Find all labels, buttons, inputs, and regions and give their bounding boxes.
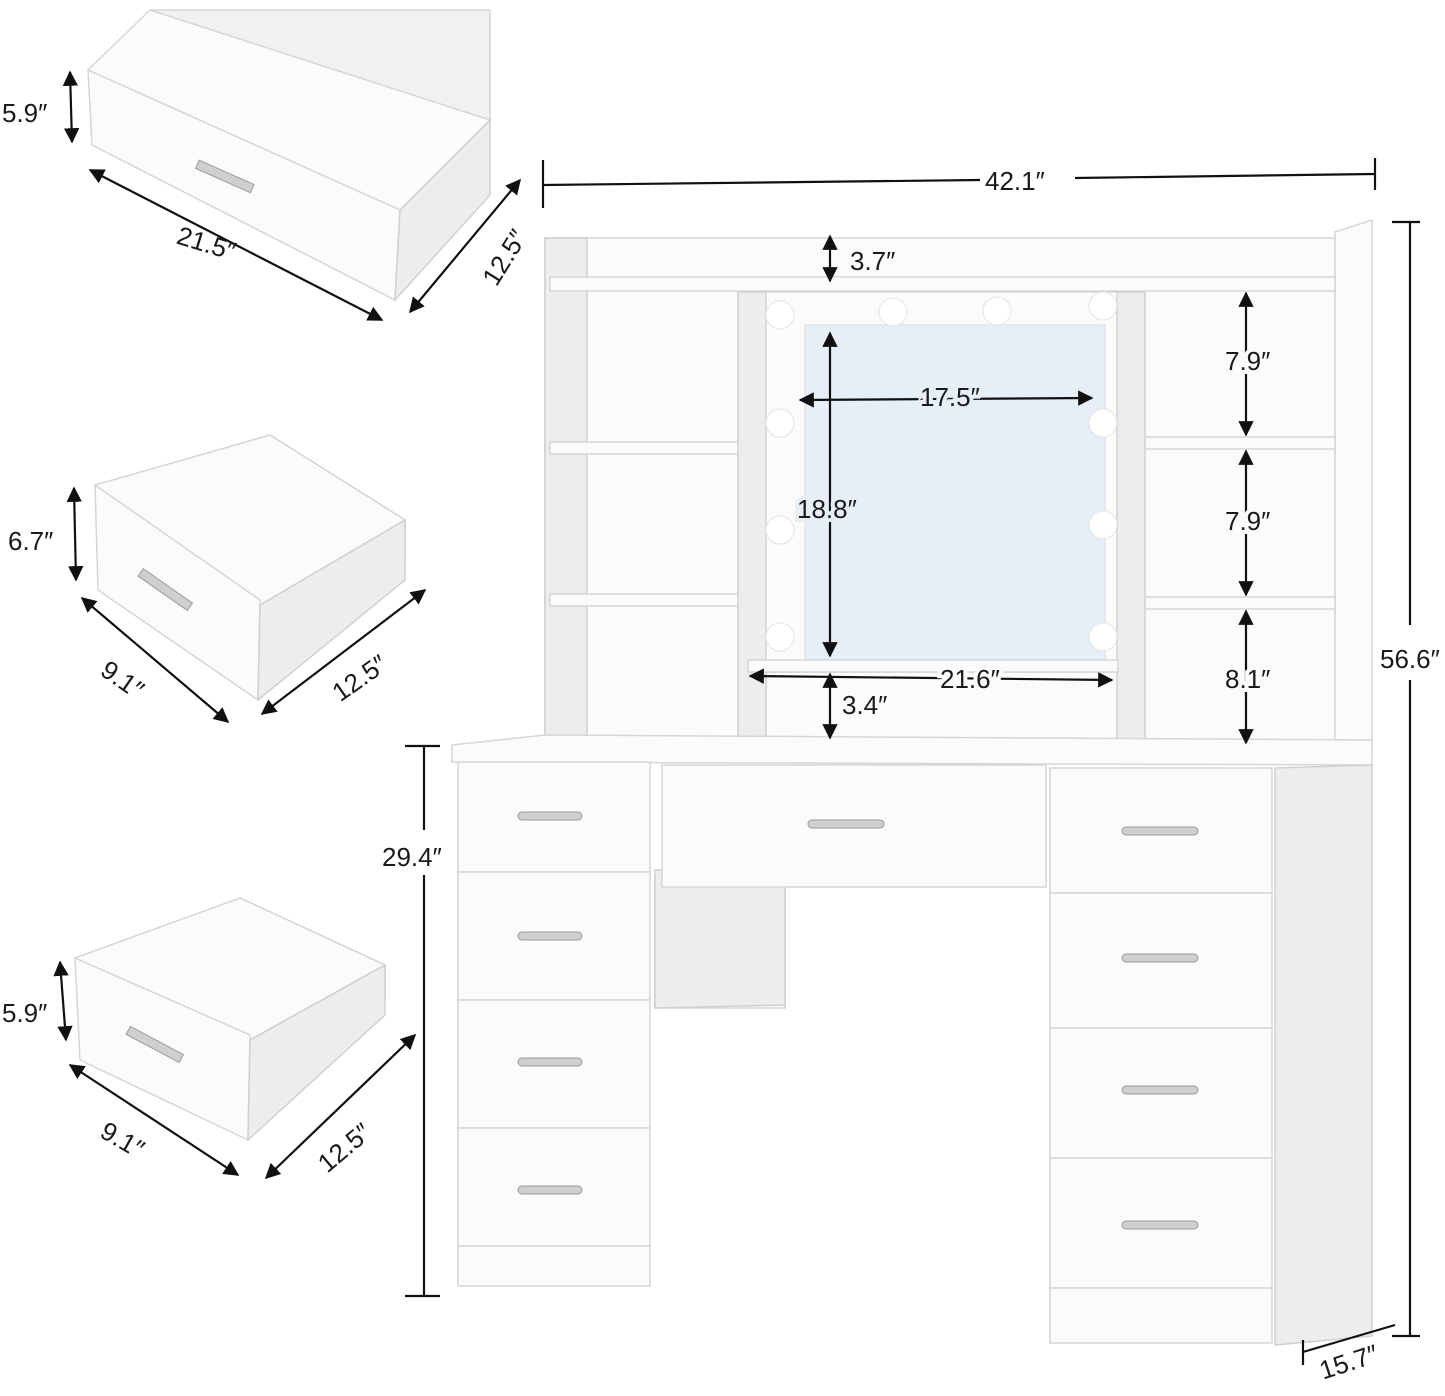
top-gap-label: 3.7″ [850, 246, 895, 276]
mirror-height-label: 18.8″ [797, 494, 857, 524]
mirror-width-label: 17.5″ [920, 382, 980, 412]
desk-height-label: 29.4″ [382, 842, 442, 872]
drawer3-height-label: 5.9″ [2, 998, 47, 1028]
drawer-small [73, 897, 387, 1142]
drawer-large [86, 9, 492, 303]
light-bulbs [765, 291, 1118, 652]
overall-width-label: 42.1″ [985, 166, 1045, 196]
right-drawers [1049, 767, 1273, 1344]
drawer1-depth-label: 12.5″ [476, 224, 533, 291]
left-drawers [457, 761, 651, 1287]
mirror [804, 324, 1106, 661]
drawer2-width-label: 9.1″ [95, 654, 149, 705]
mirror-bottom-gap-label: 3.4″ [842, 690, 887, 720]
shelf1-height-label: 7.9″ [1225, 346, 1270, 376]
drawer3-width-label: 9.1″ [95, 1115, 149, 1164]
drawer1-width-label: 21.5″ [174, 220, 240, 266]
dimension-line [62, 70, 80, 144]
vanity-desk [451, 734, 1373, 1346]
vanity-hutch [544, 218, 1373, 746]
shelf2-height-label: 7.9″ [1225, 506, 1270, 536]
shelf3-height-label: 8.1″ [1225, 664, 1270, 694]
mirror-frame-width-label: 21.6″ [940, 664, 1000, 694]
drawer2-height-label: 6.7″ [8, 526, 53, 556]
overall-height-label: 56.6″ [1380, 644, 1440, 674]
drawer1-height-label: 5.9″ [2, 98, 47, 128]
